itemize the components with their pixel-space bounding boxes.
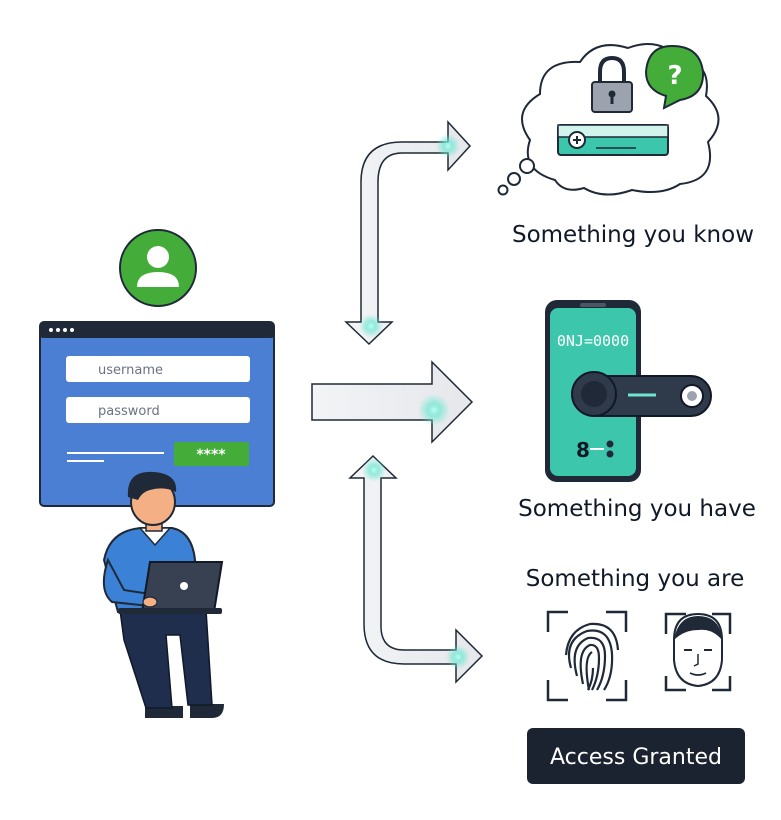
factor-know-label: Something you know [512, 222, 754, 248]
arrow-right-main [311, 360, 474, 444]
svg-text:?: ? [667, 61, 682, 91]
factor-have-label: Something you have [518, 496, 756, 522]
access-granted-badge: Access Granted [527, 728, 745, 784]
remember-line [67, 452, 164, 462]
security-key-icon [571, 371, 712, 417]
user-avatar-icon [119, 229, 197, 307]
factor-are-label: Something you are [526, 566, 744, 592]
password-card-icon [557, 124, 669, 156]
login-button[interactable]: **** [174, 442, 249, 466]
login-button-label: **** [196, 447, 226, 463]
username-placeholder: username [98, 363, 163, 378]
password-field[interactable]: password [66, 397, 250, 423]
login-window: username password **** [39, 321, 275, 507]
arrow-bottom-are [348, 454, 484, 684]
access-granted-label: Access Granted [550, 745, 722, 770]
phone-code: 0NJ=0000 [557, 332, 629, 350]
padlock-icon [591, 55, 633, 113]
person-with-laptop-icon [102, 471, 224, 718]
username-field[interactable]: username [66, 356, 250, 382]
svg-text:8: 8 [576, 438, 590, 462]
password-placeholder: password [98, 404, 160, 419]
question-bubble-icon: ? [644, 44, 705, 110]
face-scan-icon [664, 612, 732, 692]
arrow-top-know [344, 120, 472, 346]
app-glyph-icon: 8 [576, 438, 614, 462]
fingerprint-scan-icon [546, 610, 628, 702]
